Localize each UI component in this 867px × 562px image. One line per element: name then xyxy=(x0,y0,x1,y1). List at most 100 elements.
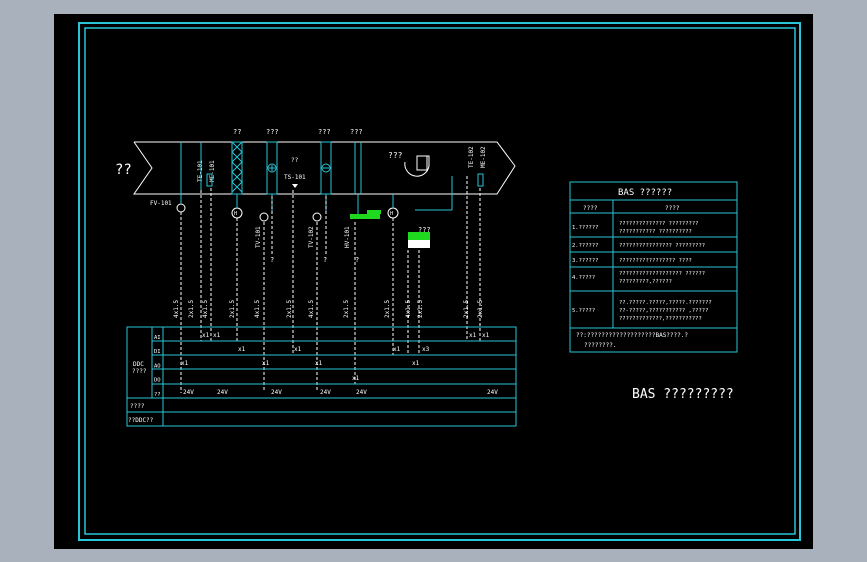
legend-rows: 1.?????? ?????????????? ?????????????????… xyxy=(572,221,712,322)
legend-row-name: 4.????? xyxy=(572,275,595,281)
humid-valve-highlight xyxy=(367,210,381,214)
fan-icon xyxy=(404,155,430,177)
legend-row-desc: ??????????????????? ?????? xyxy=(619,271,705,277)
air-duct xyxy=(133,141,516,195)
me102-sensor-icon xyxy=(477,173,484,187)
cable-label: 2x1.5 xyxy=(286,300,293,318)
legend-row-desc: ??-?????,??????????? ,????? xyxy=(619,308,708,314)
cable-labels: 4x1.5 2x1.5 4x1.5 2x1.5 4x1.5 2x1.5 4x1.5 2x1.5… xyxy=(173,300,484,318)
power-label: 24V xyxy=(271,389,282,396)
io-count: x1 xyxy=(238,346,246,353)
filter-label: ?? xyxy=(233,128,241,136)
inner-frame xyxy=(84,27,796,535)
cable-label: 2x1.5 xyxy=(384,300,391,318)
legend-title: BAS ?????? xyxy=(618,188,672,198)
legend-row-desc: ?????????,?????? xyxy=(619,279,672,285)
page-title: BAS ????????? xyxy=(632,387,734,402)
bubble-label: H xyxy=(234,211,237,217)
cable-label: 2x1.5 xyxy=(417,300,424,318)
io-count: x1 xyxy=(294,346,302,353)
io-row-label: AI xyxy=(154,335,161,341)
power-label: 24V xyxy=(487,389,498,396)
valve-note: ? xyxy=(355,256,359,264)
legend-row-desc: ??????????? ?????????? xyxy=(619,229,692,235)
legend-note: ??:???????????????????BAS????.? xyxy=(576,332,688,339)
cable-label: 2x1.5 xyxy=(463,300,470,318)
io-count: x1 xyxy=(181,360,189,367)
legend-header-desc: ???? xyxy=(665,205,680,212)
cable-label: 2x1.5 xyxy=(188,300,195,318)
legend-row-name: 3.?????? xyxy=(572,258,599,264)
power-label: 24V xyxy=(320,389,331,396)
fan-label: ??? xyxy=(388,151,403,160)
legend-table xyxy=(569,181,738,353)
io-row-label: DO xyxy=(154,378,161,384)
io-count: x1 xyxy=(482,332,490,339)
io-row-label: AO xyxy=(154,363,161,369)
valve-note: ? xyxy=(270,256,274,264)
filter-icon xyxy=(231,141,243,195)
io-count: x1 xyxy=(262,360,270,367)
legend-row-name: 2.?????? xyxy=(572,243,599,249)
io-count: x1 xyxy=(352,375,360,382)
legend-row-name: 1.?????? xyxy=(572,225,599,231)
control-box-label: ??? xyxy=(418,226,431,234)
cable-label: 4x1.5 xyxy=(254,300,261,318)
control-box-top xyxy=(408,232,430,240)
bubble-label: H xyxy=(390,211,393,217)
io-count: x1 xyxy=(202,332,210,339)
me102-tag: ME-102 xyxy=(480,146,487,168)
ddc-io-table xyxy=(126,326,517,427)
cable-label: 2x1.5 xyxy=(477,300,484,318)
cable-label: 2x1.5 xyxy=(229,300,236,318)
cable-label: 4x1.5 xyxy=(173,300,180,318)
io-count: x1 xyxy=(315,360,323,367)
bottom-row-1: ???? xyxy=(130,403,145,410)
legend-header-name: ???? xyxy=(583,205,598,212)
cable-label: 4x1.5 xyxy=(202,300,209,318)
drawing-sheet xyxy=(54,14,813,549)
valve-note: ? xyxy=(323,256,327,264)
io-count: x1 xyxy=(393,346,401,353)
ddc-label: DDC???? xyxy=(132,361,147,375)
legend-row-name: 5.????? xyxy=(572,308,595,314)
legend-row-desc: ?????????????,??????????? xyxy=(619,316,702,322)
legend-note: ????????. xyxy=(584,342,617,349)
legend-row-desc: ????????????????? ???? xyxy=(619,258,692,264)
io-row-label: ?? xyxy=(154,392,161,398)
me101-tag: ME-101 xyxy=(209,160,216,182)
humidifier-icon xyxy=(354,142,362,194)
io-count: x3 xyxy=(422,346,430,353)
io-count: x1 xyxy=(412,360,420,367)
io-count: x1 xyxy=(213,332,221,339)
power-label: 24V xyxy=(183,389,194,396)
tv101-tag: TV-101 xyxy=(255,226,262,248)
me101-sensor-icon xyxy=(206,173,213,187)
heater-label: ??? xyxy=(266,128,279,136)
bottom-row-2: ??DDC?? xyxy=(128,417,154,424)
te102-tag: TE-102 xyxy=(468,146,475,168)
legend-row-desc: ?????????????? ????????? xyxy=(619,221,698,227)
ts101-icon xyxy=(292,184,298,188)
power-label: 24V xyxy=(356,389,367,396)
cable-label: 2x1.5 xyxy=(343,300,350,318)
tv102-tag: TV-102 xyxy=(308,226,315,248)
cooler-label: ??? xyxy=(318,128,331,136)
hv101-tag: HV-101 xyxy=(344,226,351,248)
ts-label-top: ?? xyxy=(291,157,299,164)
cable-label: 4x1.5 xyxy=(308,300,315,318)
humidifier-label: ??? xyxy=(350,128,363,136)
control-box-bottom xyxy=(408,240,430,248)
sensor-stems xyxy=(180,142,453,214)
signal-lines xyxy=(180,176,481,393)
outer-frame xyxy=(78,22,801,541)
cable-label: 4x1.5 xyxy=(405,300,412,318)
ts101-tag: TS-101 xyxy=(284,174,306,181)
fv101-tag: FV-101 xyxy=(150,200,172,207)
legend-row-desc: ??.?????.?????,?????.??????? xyxy=(619,300,712,306)
power-label: 24V xyxy=(217,389,228,396)
io-count: x1 xyxy=(469,332,477,339)
